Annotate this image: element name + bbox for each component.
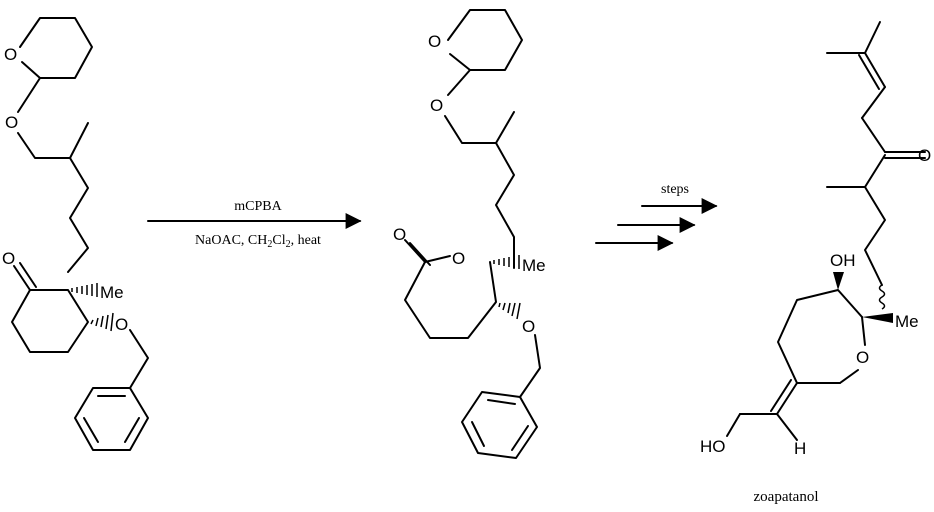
vinyl-hydrogen-label: H	[794, 439, 806, 458]
reaction-arrows-multistep: steps	[595, 182, 718, 251]
thp-ring-oxygen-2: O	[428, 32, 441, 51]
conditions-part-c: , heat	[291, 233, 321, 248]
hydroxyl-label: OH	[830, 251, 856, 270]
benzene-ring-2	[461, 391, 538, 459]
ketone-segment	[826, 117, 926, 286]
acetal-bond-2	[447, 69, 471, 96]
benzyl-linker-1	[129, 329, 149, 389]
benzyl-ether-oxygen-2: O	[522, 317, 535, 336]
reagent-mcpba: mCPBA	[234, 199, 282, 214]
methyl-label-3: Me	[895, 312, 919, 331]
prenyl-terminus	[826, 21, 886, 119]
lactone-ring	[404, 239, 497, 339]
wavy-bond	[878, 284, 886, 310]
conditions-part-b: Cl	[272, 233, 285, 248]
thp-ring-1	[19, 17, 93, 79]
oxepane-ring	[777, 289, 866, 384]
acetal-bond	[17, 77, 41, 113]
benzyl-linker-2	[519, 334, 541, 398]
thp-ring-oxygen: O	[4, 45, 17, 64]
side-chain-1	[17, 122, 89, 273]
methyl-label-1: Me	[100, 283, 124, 302]
ring-oxygen-3: O	[856, 348, 869, 367]
methyl-hash-bond-1	[71, 283, 98, 297]
methyl-label-2: Me	[522, 256, 546, 275]
exocyclic-alkene	[726, 379, 798, 441]
reaction-conditions: NaOAC, CH2Cl2, heat	[195, 233, 321, 250]
methyl-hash-bond-2	[493, 255, 520, 269]
ether-oxygen-2: O	[430, 96, 443, 115]
conditions-subscript-1: 2	[267, 239, 272, 250]
starting-material: O O O Me O	[2, 17, 149, 451]
primary-alcohol-label: HO	[700, 437, 726, 456]
lactone-intermediate: O O O O Me O	[393, 9, 546, 459]
zoapatanol-product: O O Me OH HO H zoapatanol	[700, 21, 931, 505]
benzyl-ether-oxygen-1: O	[115, 315, 128, 334]
ketone-oxygen: O	[2, 249, 15, 268]
ketone-oxygen-3: O	[918, 146, 931, 165]
methyl-wedge-3	[862, 313, 893, 323]
lactone-carbonyl-oxygen: O	[393, 225, 406, 244]
oxygen-hash-bond-2	[498, 302, 521, 320]
conditions-subscript-2: 2	[286, 239, 291, 250]
oxygen-hash-bond-1	[90, 312, 114, 332]
reaction-arrow-1: mCPBA NaOAC, CH2Cl2, heat	[147, 199, 362, 250]
product-name-label: zoapatanol	[754, 489, 819, 505]
hydroxyl-wedge	[833, 272, 844, 290]
side-chain-2	[444, 111, 515, 269]
thp-ring-2	[447, 9, 523, 71]
conditions-part-a: NaOAC, CH	[195, 233, 267, 248]
ether-oxygen: O	[5, 113, 18, 132]
cyclohexanone-ring	[11, 262, 89, 353]
steps-label: steps	[661, 182, 689, 197]
benzene-ring-1	[74, 387, 149, 451]
lactone-ring-oxygen: O	[452, 249, 465, 268]
